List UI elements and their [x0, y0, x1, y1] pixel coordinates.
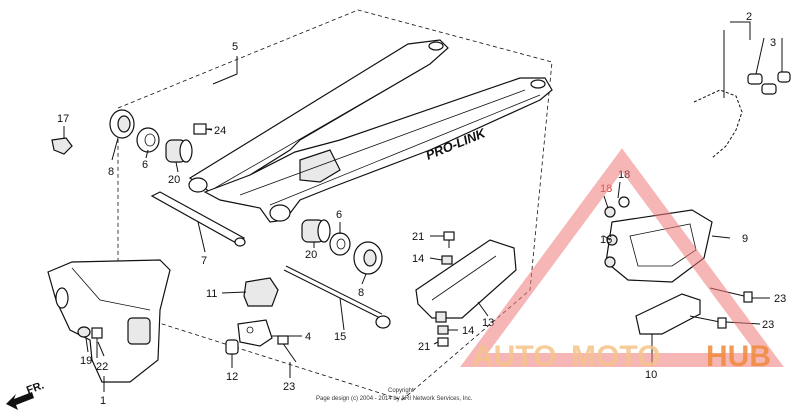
- bolt-18[interactable]: [604, 196, 630, 218]
- callout-8-right: 8: [358, 287, 364, 299]
- callout-9: 9: [742, 233, 748, 245]
- bearing-6-right[interactable]: [329, 232, 351, 256]
- callout-6-right: 6: [336, 209, 342, 221]
- callout-23-middle: 23: [762, 319, 774, 331]
- copyright-line-2: Page design (c) 2004 - 2014 by ARI Netwo…: [316, 396, 473, 402]
- chain-case-1[interactable]: [47, 259, 171, 383]
- watermark-text: AUTO MOTO HUB: [472, 340, 771, 373]
- callout-23-upper: 23: [774, 293, 786, 305]
- chain-joint-3[interactable]: [747, 71, 791, 95]
- callout-8-left: 8: [108, 166, 114, 178]
- collar-12[interactable]: [225, 339, 239, 355]
- callout-20-left: 20: [168, 174, 180, 186]
- callout-10: 10: [645, 369, 657, 381]
- front-direction-arrow: FR.: [6, 379, 46, 410]
- callout-24: 24: [214, 125, 226, 137]
- watermark-moto: MOTO: [571, 340, 660, 373]
- callout-20-right: 20: [305, 249, 317, 261]
- callout-3: 3: [770, 37, 776, 49]
- chain-slider-11[interactable]: [243, 277, 279, 307]
- callout-21-upper: 21: [412, 231, 424, 243]
- nut-14-upper[interactable]: [441, 255, 453, 265]
- dust-seal-8-left[interactable]: [109, 109, 135, 139]
- pivot-shaft-7[interactable]: [150, 191, 246, 247]
- copyright-line-1: Copyright: [388, 388, 414, 394]
- callout-16: 16: [600, 234, 612, 246]
- plate-10[interactable]: [635, 293, 701, 335]
- grease-fitting-24[interactable]: [193, 123, 212, 135]
- chain-guide-13[interactable]: [415, 239, 517, 323]
- callout-23-lower: 23: [283, 381, 295, 393]
- swingarm[interactable]: [188, 39, 553, 223]
- callout-21-lower: 21: [418, 341, 430, 353]
- callout-15: 15: [334, 331, 346, 343]
- callout-14-lower: 14: [462, 325, 474, 337]
- callout-14-upper: 14: [412, 253, 424, 265]
- nut-14-lower[interactable]: [437, 325, 449, 335]
- callout-5: 5: [232, 41, 238, 53]
- watermark-logo: [460, 148, 784, 367]
- callout-12: 12: [226, 371, 238, 383]
- callout-22: 22: [96, 361, 108, 373]
- callout-2: 2: [746, 11, 752, 23]
- callout-7: 7: [201, 255, 207, 267]
- bolt-21-lower[interactable]: [437, 337, 449, 347]
- callout-1: 1: [100, 395, 106, 407]
- pivot-bolt-15[interactable]: [283, 265, 391, 329]
- watermark-triangle: [460, 148, 784, 367]
- front-arrow-label: FR.: [25, 379, 46, 396]
- bracket-4[interactable]: [237, 319, 273, 347]
- bearing-6-left[interactable]: [136, 127, 160, 153]
- callout-4: 4: [305, 331, 311, 343]
- needle-bearing-20-left[interactable]: [165, 139, 193, 163]
- bolt-21-upper[interactable]: [443, 231, 455, 248]
- needle-bearing-20-right[interactable]: [301, 219, 331, 243]
- bolt-16[interactable]: [604, 234, 618, 268]
- callout-11: 11: [206, 288, 217, 300]
- callout-6-left: 6: [142, 159, 148, 171]
- watermark-auto: AUTO: [472, 340, 556, 373]
- callout-19: 19: [80, 355, 92, 367]
- bolt-22[interactable]: [91, 327, 103, 358]
- bolt-23-middle[interactable]: [689, 315, 727, 329]
- drive-chain-2[interactable]: [693, 89, 743, 159]
- watermark-hub: HUB: [706, 340, 771, 373]
- cap-17[interactable]: [51, 137, 73, 155]
- bolt-23-lower[interactable]: [277, 335, 297, 363]
- washer-19[interactable]: [77, 326, 91, 338]
- callout-17: 17: [57, 113, 69, 125]
- dust-seal-8-right[interactable]: [353, 241, 383, 275]
